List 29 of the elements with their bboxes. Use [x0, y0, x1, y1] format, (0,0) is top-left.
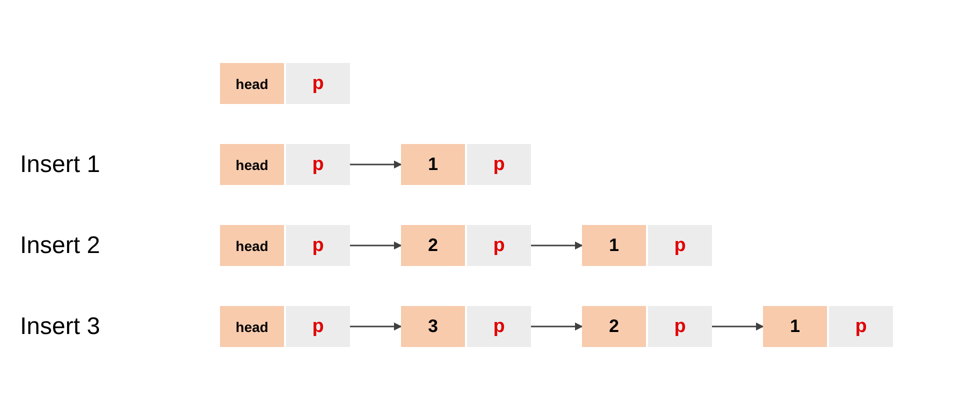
value-cell: 1	[763, 306, 827, 347]
arrow	[350, 322, 402, 330]
value-cell: 3	[401, 306, 465, 347]
row-label: Insert 3	[20, 312, 100, 342]
arrow	[712, 322, 764, 330]
arrow	[350, 242, 402, 250]
value-cell: 2	[582, 306, 646, 347]
head-cell: head	[220, 144, 284, 185]
pointer-cell: p	[286, 63, 350, 104]
pointer-cell: p	[286, 306, 350, 347]
pointer-cell: p	[829, 306, 893, 347]
arrow	[531, 322, 583, 330]
value-cell: 1	[401, 144, 465, 185]
pointer-cell: p	[467, 144, 531, 185]
arrow	[350, 160, 402, 168]
head-cell: head	[220, 306, 284, 347]
value-cell: 2	[401, 225, 465, 266]
pointer-cell: p	[467, 225, 531, 266]
pointer-cell: p	[648, 225, 712, 266]
row-label: Insert 2	[20, 231, 100, 261]
pointer-cell: p	[648, 306, 712, 347]
head-cell: head	[220, 63, 284, 104]
pointer-cell: p	[286, 144, 350, 185]
head-cell: head	[220, 225, 284, 266]
arrow	[531, 242, 583, 250]
pointer-cell: p	[286, 225, 350, 266]
value-cell: 1	[582, 225, 646, 266]
row-label: Insert 1	[20, 150, 100, 180]
pointer-cell: p	[467, 306, 531, 347]
